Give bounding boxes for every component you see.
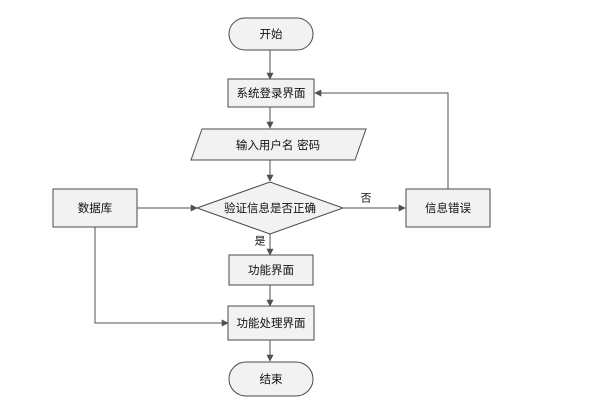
input-credentials-label: 输入用户名 密码 bbox=[236, 138, 320, 152]
edge-database-to-process-ui bbox=[94, 227, 229, 327]
verify-decision-node: 验证信息是否正确 bbox=[195, 181, 345, 235]
error-label: 信息错误 bbox=[425, 201, 471, 215]
login-screen-label: 系统登录界面 bbox=[237, 86, 306, 100]
end-node: 结束 bbox=[228, 361, 314, 397]
process-ui-node: 功能处理界面 bbox=[227, 305, 315, 341]
function-ui-label: 功能界面 bbox=[248, 263, 294, 277]
start-node: 开始 bbox=[228, 17, 314, 51]
error-node: 信息错误 bbox=[405, 188, 491, 228]
start-label: 开始 bbox=[260, 27, 283, 41]
end-label: 结束 bbox=[260, 372, 283, 386]
verify-decision-label: 验证信息是否正确 bbox=[224, 201, 316, 215]
edge-label-yes: 是 bbox=[255, 235, 266, 248]
login-screen-node: 系统登录界面 bbox=[227, 78, 315, 108]
database-node: 数据库 bbox=[52, 188, 138, 228]
edge-error-to-login bbox=[314, 89, 449, 189]
edge-label-no: 否 bbox=[361, 192, 372, 205]
database-label: 数据库 bbox=[78, 201, 113, 215]
function-ui-node: 功能界面 bbox=[228, 254, 314, 286]
input-credentials-node: 输入用户名 密码 bbox=[190, 128, 367, 161]
process-ui-label: 功能处理界面 bbox=[237, 316, 306, 330]
